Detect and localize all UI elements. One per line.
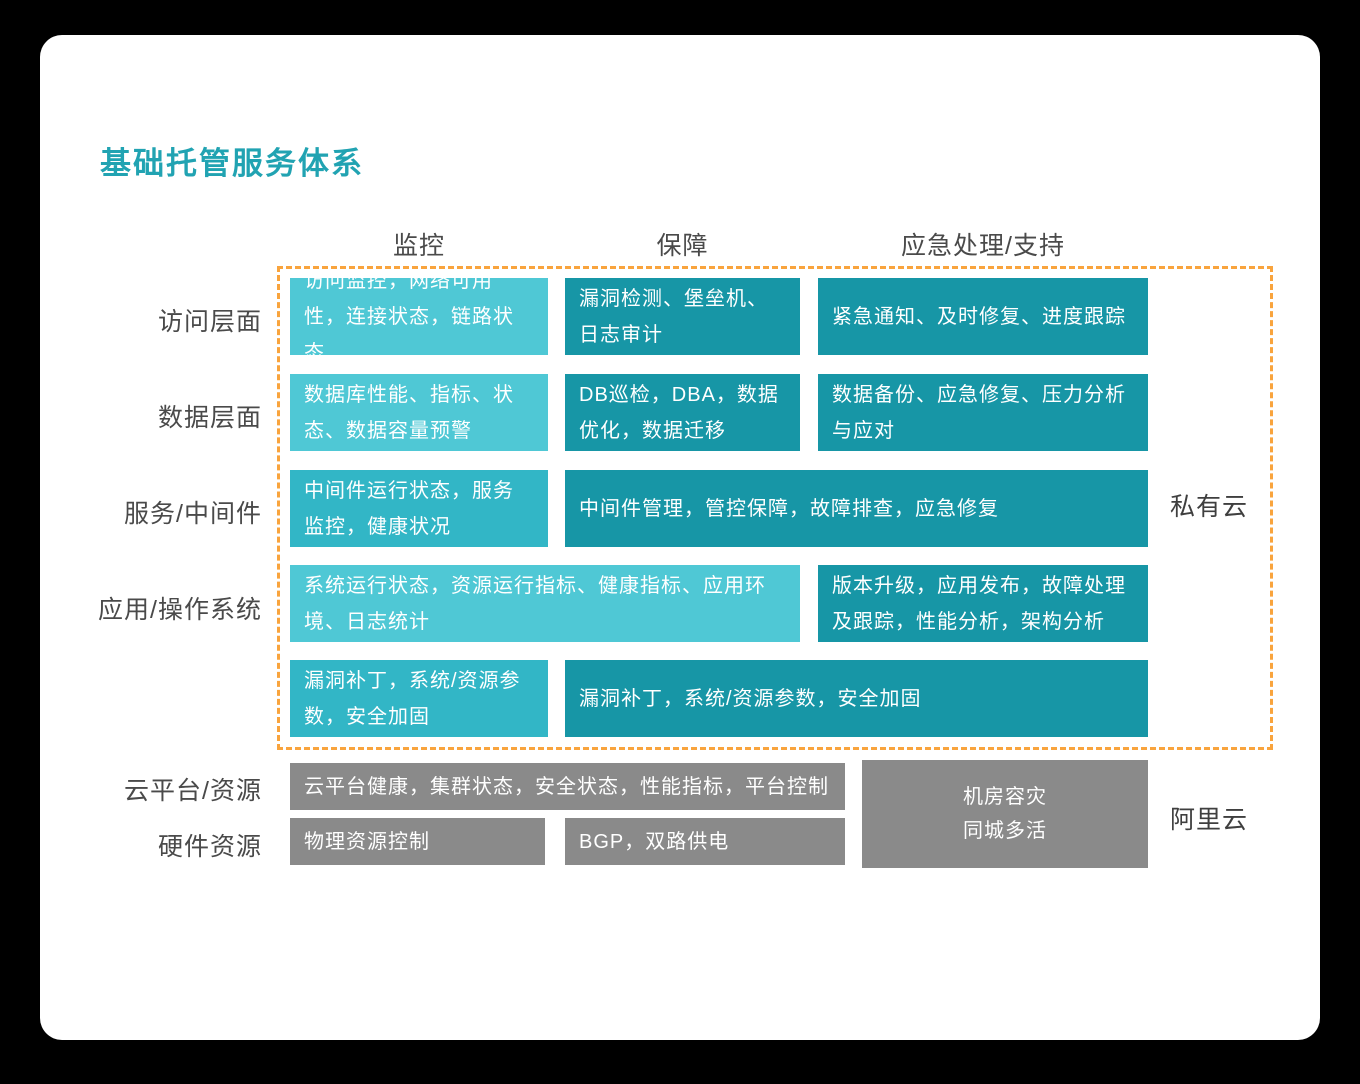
row-label-data-layer: 数据层面 [157, 404, 262, 432]
column-header-emergency-support: 应急处理/支持 [901, 232, 1065, 260]
column-header-monitoring: 监控 [392, 232, 445, 260]
cell-hardware-bgp: BGP，双路供电 [565, 818, 845, 865]
cell-data-monitoring: 数据库性能、指标、状态、数据容量预警 [290, 374, 548, 451]
cell-middleware-ops: 中间件管理，管控保障，故障排查，应急修复 [565, 470, 1148, 547]
cell-patch-ops: 漏洞补丁，系统/资源参数，安全加固 [565, 660, 1148, 737]
row-label-service-middleware: 服务/中间件 [124, 500, 262, 528]
cell-app-monitoring: 系统运行状态，资源运行指标、健康指标、应用环境、日志统计 [290, 565, 800, 642]
cell-access-guarantee: 漏洞检测、堡垒机、日志审计 [565, 278, 800, 355]
cell-access-monitoring: 访问监控，网络可用性，连接状态，链路状态 [290, 270, 548, 364]
ali-cloud-label: 阿里云 [1170, 806, 1249, 834]
cell-datacenter-disaster-recovery: 机房容灾 同城多活 [862, 760, 1148, 868]
row-label-app-os: 应用/操作系统 [98, 596, 262, 624]
cell-app-ops: 版本升级，应用发布，故障处理及跟踪，性能分析，架构分析 [818, 565, 1148, 642]
cell-cloud-platform: 云平台健康，集群状态，安全状态，性能指标，平台控制 [290, 763, 845, 810]
cell-data-guarantee: DB巡检，DBA，数据优化，数据迁移 [565, 374, 800, 451]
datacenter-line-1: 机房容灾 [963, 786, 1047, 808]
private-cloud-dashed-frame [277, 266, 1273, 750]
datacenter-line-2: 同城多活 [963, 820, 1047, 842]
private-cloud-label: 私有云 [1170, 493, 1249, 521]
cell-patch-monitoring: 漏洞补丁，系统/资源参数，安全加固 [290, 660, 548, 737]
cell-access-emergency: 紧急通知、及时修复、进度跟踪 [818, 278, 1148, 355]
cell-data-emergency: 数据备份、应急修复、压力分析与应对 [818, 374, 1148, 451]
row-label-access-layer: 访问层面 [157, 308, 262, 336]
row-label-hardware: 硬件资源 [157, 833, 262, 861]
row-label-cloud-platform: 云平台/资源 [124, 777, 262, 805]
page-title: 基础托管服务体系 [100, 146, 364, 181]
cell-hardware-physical: 物理资源控制 [290, 818, 545, 865]
column-header-guarantee: 保障 [656, 232, 709, 260]
cell-middleware-monitoring: 中间件运行状态，服务监控，健康状况 [290, 470, 548, 547]
